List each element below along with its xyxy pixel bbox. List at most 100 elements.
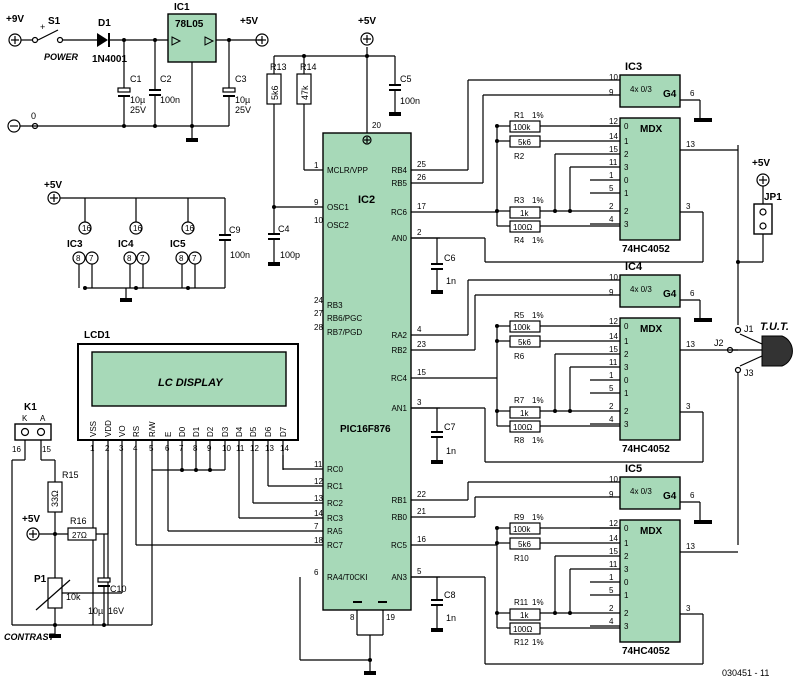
lcd-display-label: LC DISPLAY — [158, 377, 224, 389]
res-lo-ref: R11 — [514, 598, 529, 607]
switch-ref: S1 — [48, 16, 61, 27]
mcu-pin-name: AN0 — [391, 234, 407, 243]
mcu-pin-name: AN3 — [391, 573, 407, 582]
res-mid-val: 5k6 — [518, 540, 531, 549]
mux-part: 74HC4052 — [622, 444, 670, 455]
mux-in-pin: 14 — [609, 534, 618, 543]
c9-val: 100n — [230, 250, 250, 260]
mux-part: 74HC4052 — [622, 646, 670, 657]
mcu-gnd-pin8: 8 — [350, 613, 355, 622]
mux-in-num: 1 — [624, 137, 629, 146]
plus-mark: + — [40, 22, 45, 32]
mcu-pin-num: 14 — [314, 509, 323, 518]
decouple-chip-ref: IC5 — [170, 239, 186, 250]
mcu-pin-name: RC2 — [327, 499, 344, 508]
power-switch — [37, 29, 59, 41]
res-pct: 1% — [532, 236, 544, 245]
mcu-pin-num: 1 — [314, 161, 319, 170]
lcd-pin-name: R/W — [148, 421, 157, 437]
chip-pin8: 8 — [76, 254, 81, 263]
mcu-pin-name: RB5 — [391, 179, 407, 188]
k1-pin15: 15 — [42, 445, 51, 454]
diode-d1 — [97, 33, 108, 47]
lcd-pin-name: D2 — [206, 426, 215, 437]
res-lo-ref: R3 — [514, 196, 525, 205]
vin-label: +9V — [6, 14, 24, 25]
mcu-pin-num: 6 — [314, 568, 319, 577]
mux-pin9: 9 — [609, 88, 614, 97]
mux-in-pin: 1 — [609, 371, 614, 380]
mux-in-num: 3 — [624, 420, 629, 429]
mux-in-num: 0 — [624, 524, 629, 533]
mcu-pin-name: RB4 — [391, 166, 407, 175]
mux-g4-label: G4 — [663, 289, 677, 300]
mux-ref: IC4 — [625, 261, 643, 273]
jp1-ref: JP1 — [764, 192, 782, 203]
lcd-module: LCD1 LC DISPLAY VSS1VDD2VO3RS4R/W5E6D07D… — [77, 330, 323, 625]
res-min-val: 100Ω — [513, 223, 532, 232]
mux-pin10: 10 — [609, 273, 618, 282]
mux-in-pin: 12 — [609, 117, 618, 126]
mux-in-pin: 2 — [609, 604, 614, 613]
lcd-pin-name: VDD — [104, 420, 113, 437]
mux-in-pin: 5 — [609, 184, 614, 193]
mux-ref: IC5 — [625, 463, 642, 475]
mux-in-pin: 5 — [609, 586, 614, 595]
mux-in-num: 1 — [624, 591, 629, 600]
mux-pin13: 13 — [686, 140, 695, 149]
decoupling-supply: +5V — [44, 180, 62, 191]
mcu-pin-name: RC6 — [391, 208, 408, 217]
mux-in-pin: 12 — [609, 317, 618, 326]
mux-in-pin: 4 — [609, 415, 614, 424]
c8-val: 1n — [446, 613, 456, 623]
mcu-pin-name: RC4 — [391, 374, 408, 383]
reg-ref: IC1 — [174, 2, 190, 13]
mux-in-num: 3 — [624, 565, 629, 574]
mcu-pin-num: 4 — [417, 325, 422, 334]
res-mid-ref: R10 — [514, 554, 529, 563]
mux-pin6: 6 — [690, 289, 695, 298]
mux-mdx-label: MDX — [640, 124, 663, 135]
c5-val: 100n — [400, 96, 420, 106]
mcu-pin-name: RA2 — [391, 331, 407, 340]
mux-in-pin: 11 — [609, 158, 618, 167]
mcu-pin-name: RB0 — [391, 513, 407, 522]
mcu-body — [322, 132, 412, 611]
mcu-pin-num: 16 — [417, 535, 426, 544]
mcu-gnd-pin19: 19 — [386, 613, 395, 622]
chip-pin7: 7 — [89, 254, 94, 263]
mcu-pin-name: RB1 — [391, 496, 407, 505]
mux-in-pin: 15 — [609, 345, 618, 354]
mux-in-pin: 14 — [609, 332, 618, 341]
lcd-pins: VSS1VDD2VO3RS4R/W5E6D07D18D29D310D411D51… — [89, 420, 323, 625]
mux-pin6: 6 — [690, 491, 695, 500]
tut-section: +5V JP1 J1 J2 J3 T.U.T. — [714, 145, 793, 545]
chip-pin16: 16 — [133, 224, 142, 233]
c4-ref: C4 — [278, 224, 290, 234]
mux-in-pin: 2 — [609, 402, 614, 411]
r13-ref: R13 — [270, 62, 287, 72]
doc-number: 030451 - 11 — [722, 668, 769, 678]
k-label: K — [22, 414, 28, 423]
res-min-val: 100Ω — [513, 625, 532, 634]
lcd-pin-name: D1 — [192, 426, 201, 437]
tut-supply: +5V — [752, 158, 770, 169]
res-hi-ref: R1 — [514, 111, 525, 120]
decouple-chip-ref: IC3 — [67, 239, 83, 250]
res-mid-ref: R6 — [514, 352, 525, 361]
connector-k1 — [14, 423, 52, 441]
mcu-pin-name: RA5 — [327, 527, 343, 536]
mcu-pin-name: MCLR/VPP — [327, 166, 368, 175]
r14-ref: R14 — [300, 62, 317, 72]
lcd-pin-name: VSS — [89, 421, 98, 437]
mux-pin3: 3 — [686, 202, 691, 211]
mux-pin10: 10 — [609, 475, 618, 484]
lcd-ref: LCD1 — [84, 330, 111, 341]
mux-pin9: 9 — [609, 288, 614, 297]
lcd-pin-name: D0 — [178, 426, 187, 437]
mux-in-num: 2 — [624, 350, 629, 359]
chip-pin7: 7 — [192, 254, 197, 263]
